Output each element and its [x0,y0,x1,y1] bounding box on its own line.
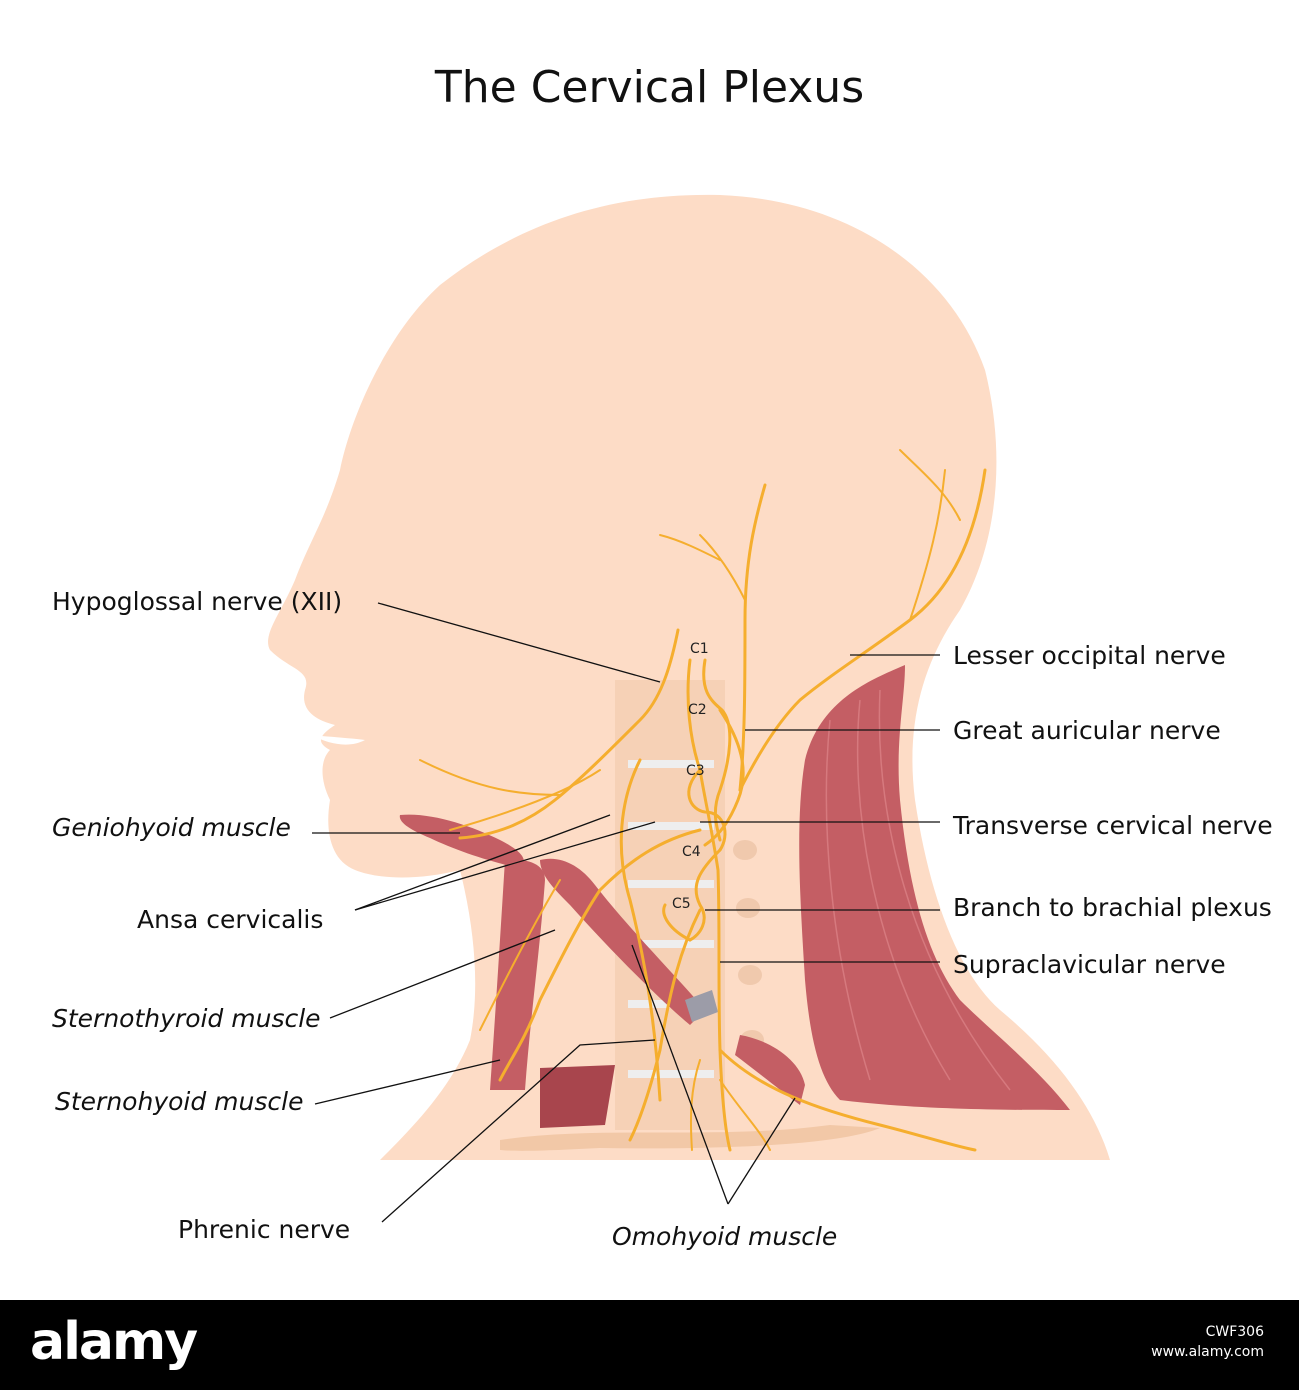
clavicle [500,1125,880,1151]
label-geniohyoid-muscle: Geniohyoid muscle [52,813,291,842]
sternothyroid-strap [540,858,705,1025]
leader-lines [312,602,940,1223]
lip-line [312,735,365,745]
geniohyoid-strap [399,814,524,868]
sternohyoid-strap [490,859,545,1090]
watermark-footer: alamy CWF306 www.alamy.com [0,1300,1299,1390]
segment-c2: C2 [688,702,707,718]
segment-c1: C1 [690,641,709,657]
nerve-branches [419,449,987,1152]
label-omohyoid-muscle: Omohyoid muscle [612,1222,837,1251]
cervical-spine [615,680,725,1130]
label-branch-to-brachial-plexus: Branch to brachial plexus [953,893,1272,922]
segment-c3: C3 [686,763,705,779]
cervical-plexus-diagram: C1 C2 C3 C4 C5 Hypoglossal nerve (XII) L… [52,194,1273,1251]
label-lesser-occipital-nerve: Lesser occipital nerve [953,641,1226,670]
label-phrenic-nerve: Phrenic nerve [178,1215,350,1244]
footer-site: www.alamy.com [1151,1344,1264,1360]
omohyoid-inferior-belly [735,1035,805,1105]
segment-c5: C5 [672,896,691,912]
cut-muscle-block [540,1065,615,1128]
label-sternohyoid-muscle: Sternohyoid muscle [55,1087,303,1116]
label-sternothyroid-muscle: Sternothyroid muscle [52,1004,321,1033]
footer-image-code: CWF306 [1205,1324,1264,1340]
segment-c4: C4 [682,844,701,860]
transverse-processes [733,840,764,1050]
label-transverse-cervical-nerve: Transverse cervical nerve [952,811,1273,840]
label-ansa-cervicalis: Ansa cervicalis [137,905,323,934]
footer-logo: alamy [30,1312,198,1372]
sternocleidomastoid-striations [825,689,1011,1091]
label-hypoglossal-nerve: Hypoglossal nerve (XII) [52,587,342,616]
page-title: The Cervical Plexus [434,62,865,113]
label-great-auricular-nerve: Great auricular nerve [953,716,1221,745]
footer-image-id: CWF306 www.alamy.com [1151,1322,1264,1362]
omohyoid-tendon [685,990,718,1022]
sternocleidomastoid-muscle [799,665,1070,1110]
label-supraclavicular-nerve: Supraclavicular nerve [953,950,1226,979]
